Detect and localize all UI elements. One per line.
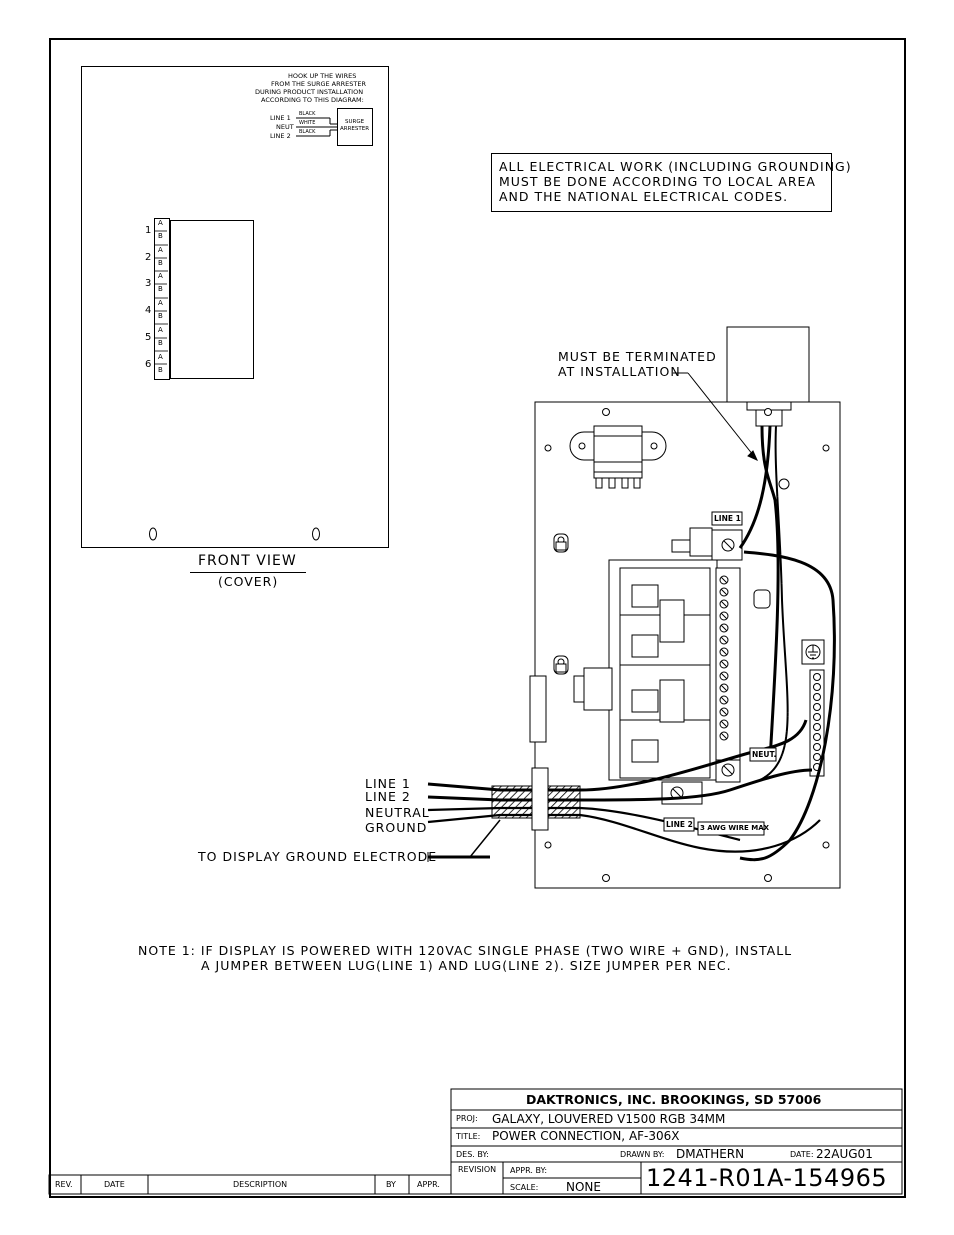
- terminal-1-number: 1: [145, 225, 152, 236]
- neut-tag-box: [749, 747, 777, 762]
- terminal-2a: A: [158, 246, 163, 254]
- company-name: DAKTRONICS, INC. BROOKINGS, SD 57006: [526, 1092, 822, 1107]
- transformer: [569, 425, 667, 489]
- title-label: TITLE:: [456, 1132, 481, 1141]
- cover-instruction-1: HOOK UP THE WIRES: [288, 72, 357, 80]
- wire-label-ground: GROUND: [365, 820, 428, 835]
- terminal-4a: A: [158, 299, 163, 307]
- terminal-3a: A: [158, 272, 163, 280]
- terminal-6a: A: [158, 353, 163, 361]
- cover-outline: [81, 66, 389, 548]
- terminal-4-number: 4: [145, 305, 152, 316]
- warning-box: [491, 153, 832, 212]
- terminal-1a: A: [158, 219, 163, 227]
- terminal-5-number: 5: [145, 332, 152, 343]
- terminal-2b: B: [158, 259, 163, 267]
- conduit-hatch-left: [491, 785, 533, 819]
- wire-label-line2: LINE 2: [365, 789, 411, 804]
- arrester-wires: [738, 425, 836, 862]
- rev-header-date: DATE: [104, 1180, 125, 1189]
- wire-label-neutral: NEUTRAL: [365, 805, 430, 820]
- terminal-6-number: 6: [145, 359, 152, 370]
- cover-wire-color-black-2: BLACK: [299, 129, 316, 135]
- callout-line-1: MUST BE TERMINATED: [558, 349, 717, 364]
- cover-instruction-3: DURING PRODUCT INSTALLATION: [255, 88, 364, 96]
- proj-label: PROJ:: [456, 1114, 478, 1123]
- date-value: 22AUG01: [816, 1147, 873, 1161]
- terminal-5a: A: [158, 326, 163, 334]
- awg-tag: 3 AWG WIRE MAX: [700, 824, 770, 832]
- terminal-3b: B: [158, 285, 163, 293]
- rev-header-description: DESCRIPTION: [233, 1180, 288, 1189]
- title-value: POWER CONNECTION, AF-306X: [492, 1129, 680, 1143]
- revision-label: REVISION: [458, 1165, 497, 1174]
- terminal-block-outline: [170, 220, 254, 379]
- breaker-assembly: [529, 559, 718, 781]
- conduit-fitting: [531, 767, 549, 831]
- cover-instruction-4: ACCORDING TO THIS DIAGRAM:: [261, 96, 364, 104]
- cover-wire-label-line2: LINE 2: [270, 132, 291, 140]
- line1-tag: LINE 1: [714, 514, 741, 523]
- terminal-1b: B: [158, 232, 163, 240]
- warning-line-3: AND THE NATIONAL ELECTRICAL CODES.: [499, 189, 789, 204]
- drawing-border: [49, 38, 906, 1198]
- terminal-4b: B: [158, 312, 163, 320]
- drawn-by-label: DRAWN BY:: [620, 1150, 665, 1159]
- surge-arrester-box: [337, 108, 373, 146]
- surge-arrester-label-1: SURGE: [345, 119, 365, 125]
- line2-tag-box: [663, 817, 695, 832]
- rev-header-rev: REV.: [55, 1180, 73, 1189]
- callout-leader: [673, 372, 758, 461]
- drawn-by-value: DMATHERN: [676, 1147, 745, 1161]
- front-view-subtitle: (COVER): [218, 574, 279, 589]
- neut-tag: NEUT.: [752, 750, 777, 759]
- terminal-5b: B: [158, 339, 163, 347]
- cover-wire-label-line1: LINE 1: [270, 114, 291, 122]
- conduit-hatch-right: [547, 785, 581, 819]
- awg-tag-box: [697, 821, 765, 836]
- callout-line-2: AT INSTALLATION: [558, 364, 681, 379]
- proj-value: GALAXY, LOUVERED V1500 RGB 34MM: [492, 1112, 726, 1126]
- ground-bar: [801, 639, 825, 777]
- drawing-number: 1241-R01A-154965: [646, 1164, 888, 1192]
- rev-header-by: BY: [386, 1180, 396, 1189]
- wire-label-line1: LINE 1: [365, 776, 411, 791]
- des-by-label: DES. BY:: [456, 1150, 489, 1159]
- scale-label: SCALE:: [510, 1183, 539, 1192]
- appr-by-label: APPR. BY:: [510, 1166, 548, 1175]
- line2-tag: LINE 2: [666, 820, 693, 829]
- cover-wire-color-white: WHITE: [299, 120, 316, 126]
- surge-arrester-label-2: ARRESTER: [340, 126, 370, 132]
- warning-line-2: MUST BE DONE ACCORDING TO LOCAL AREA: [499, 174, 816, 189]
- line1-tag-box: [711, 511, 743, 526]
- terminal-2-number: 2: [145, 252, 152, 263]
- center-terminal-bar: [661, 567, 771, 805]
- top-arrester-box: [726, 326, 810, 403]
- date-label: DATE:: [790, 1150, 814, 1159]
- cover-wire-color-black-1: BLACK: [299, 111, 316, 117]
- terminal-strip: [154, 218, 170, 380]
- ground-electrode-label: TO DISPLAY GROUND ELECTRODE: [198, 849, 438, 864]
- front-view-underline: [190, 572, 306, 573]
- note-line-2: A JUMPER BETWEEN LUG(LINE 1) AND LUG(LIN…: [201, 958, 732, 973]
- front-view-title: FRONT VIEW: [198, 553, 297, 569]
- note-line-1: NOTE 1: IF DISPLAY IS POWERED WITH 120VA…: [138, 943, 793, 958]
- terminal-3-number: 3: [145, 278, 152, 289]
- enclosure-outline: [534, 401, 841, 889]
- terminal-6b: B: [158, 366, 163, 374]
- warning-line-1: ALL ELECTRICAL WORK (INCLUDING GROUNDING…: [499, 159, 852, 174]
- cover-wire-label-neut: NEUT: [276, 123, 294, 131]
- rev-header-appr: APPR.: [417, 1180, 440, 1189]
- scale-value: NONE: [566, 1180, 601, 1194]
- cover-instruction-2: FROM THE SURGE ARRESTER: [271, 80, 366, 88]
